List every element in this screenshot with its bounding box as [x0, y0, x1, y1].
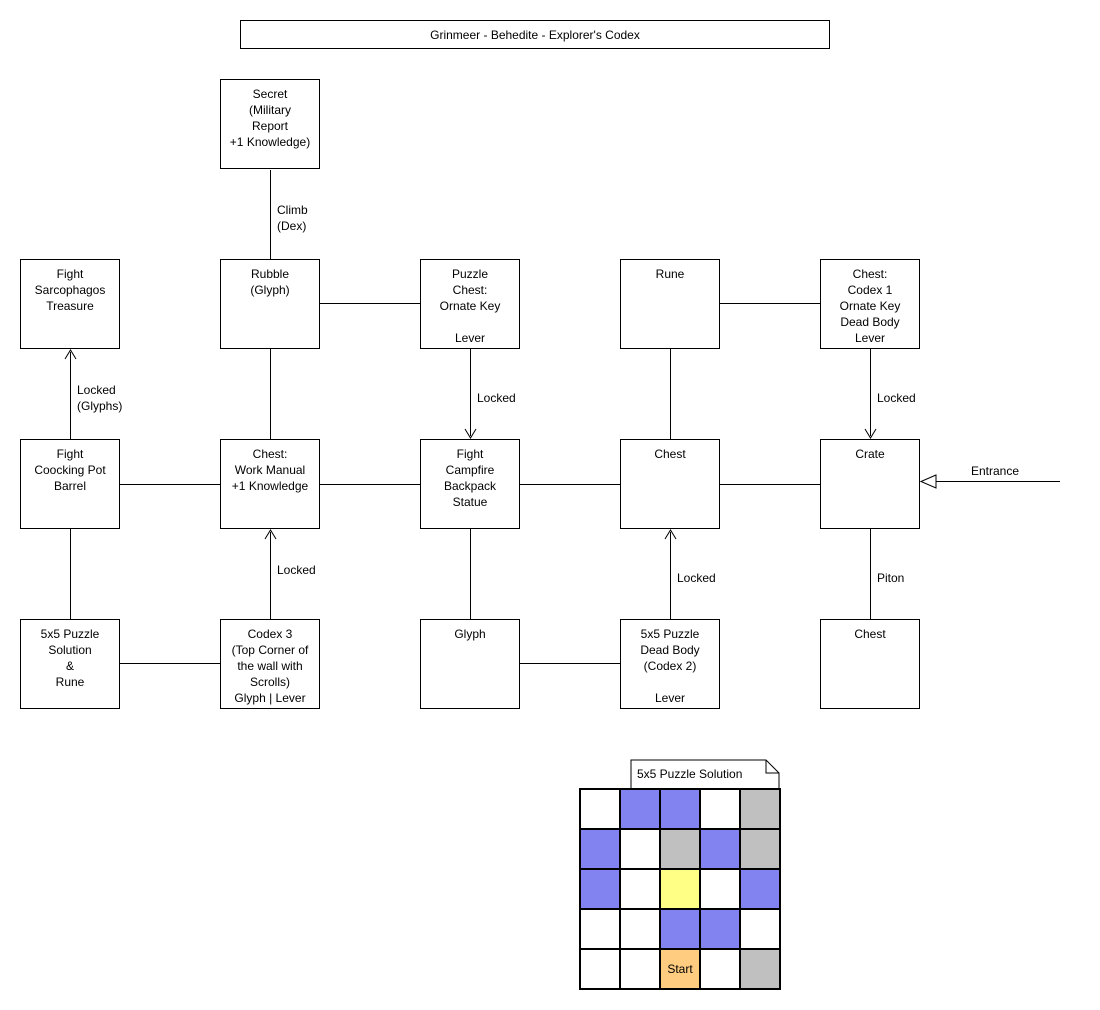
edge-puzzledb-chestcenter	[670, 532, 671, 619]
puzzle-note-title: 5x5 Puzzle Solution	[637, 767, 743, 781]
edge-puzzlesolution-codex3	[120, 663, 220, 664]
edge-codex3-chestwork	[270, 532, 271, 619]
edge-crate-chestbottom	[870, 529, 871, 619]
puzzle-cell	[741, 790, 779, 828]
arrow-up-icon	[264, 529, 277, 540]
node-crate: Crate	[820, 439, 920, 529]
edge-label-locked-glyphs: Locked (Glyphs)	[77, 383, 123, 413]
edge-label-entrance: Entrance	[970, 464, 1020, 478]
edge-secret-rubble	[270, 170, 271, 259]
node-fight-campfire: Fight Campfire Backpack Statue	[420, 439, 520, 529]
puzzle-cell	[621, 790, 659, 828]
node-rubble: Rubble (Glyph)	[220, 259, 320, 349]
edge-label-locked: Locked	[677, 571, 716, 585]
puzzle-cell	[701, 790, 739, 828]
edge-puzzlechest-campfire	[470, 349, 471, 436]
node-chest-bottom: Chest	[820, 619, 920, 709]
puzzle-cell: Start	[661, 950, 699, 988]
puzzle-cell	[621, 870, 659, 908]
puzzle-cell	[581, 830, 619, 868]
edge-campfire-glyph	[470, 529, 471, 619]
edge-label-locked: Locked	[277, 563, 316, 577]
puzzle-cell	[581, 870, 619, 908]
arrow-down-icon	[464, 428, 477, 439]
puzzle-cell	[661, 870, 699, 908]
node-secret: Secret (Military Report +1 Knowledge)	[220, 79, 320, 169]
entrance-arrowhead-icon	[920, 474, 937, 489]
node-rune: Rune	[620, 259, 720, 349]
edge-codex1-crate	[870, 349, 871, 436]
puzzle-cell	[661, 830, 699, 868]
puzzle-cell	[741, 870, 779, 908]
node-puzzle-dead-body: 5x5 Puzzle Dead Body (Codex 2) Lever	[620, 619, 720, 709]
puzzle-cell	[701, 910, 739, 948]
edge-glyph-puzzledb	[520, 663, 620, 664]
puzzle-cell	[581, 910, 619, 948]
diagram-title: Grinmeer - Behedite - Explorer's Codex	[240, 20, 830, 49]
puzzle-cell	[741, 910, 779, 948]
node-glyph: Glyph	[420, 619, 520, 709]
edge-campfire-chestcenter	[520, 484, 620, 485]
edge-label-piton: Piton	[877, 571, 905, 585]
node-chest-work-manual: Chest: Work Manual +1 Knowledge	[220, 439, 320, 529]
puzzle-cell	[741, 950, 779, 988]
edge-label-locked: Locked	[877, 391, 916, 405]
puzzle-cell	[701, 830, 739, 868]
arrow-up-icon	[664, 529, 677, 540]
edge-label-locked: Locked	[477, 391, 516, 405]
edge-rune-codex1	[720, 303, 820, 304]
puzzle-cell	[581, 790, 619, 828]
edge-rubble-chestwork	[270, 349, 271, 439]
puzzle-cell	[581, 950, 619, 988]
puzzle-cell	[701, 950, 739, 988]
puzzle-cell	[621, 830, 659, 868]
edge-rune-chestcenter	[670, 349, 671, 439]
edge-coockingpot-chestwork	[120, 484, 220, 485]
edge-coockingpot-puzzlesolution	[70, 529, 71, 619]
puzzle-cell	[741, 830, 779, 868]
node-codex3: Codex 3 (Top Corner of the wall with Scr…	[220, 619, 320, 709]
note-shape-icon	[630, 759, 780, 790]
node-chest-center: Chest	[620, 439, 720, 529]
edge-rubble-puzzlechest	[320, 303, 420, 304]
puzzle-grid: Start	[579, 788, 781, 990]
puzzle-cell	[661, 790, 699, 828]
node-puzzle-solution-rune: 5x5 Puzzle Solution & Rune	[20, 619, 120, 709]
arrow-up-icon	[64, 349, 77, 360]
arrow-down-icon	[864, 428, 877, 439]
node-chest-codex1: Chest: Codex 1 Ornate Key Dead Body Leve…	[820, 259, 920, 349]
edge-entrance	[936, 481, 1060, 482]
edge-label-climb: Climb (Dex)	[277, 203, 308, 233]
node-fight-coocking-pot: Fight Coocking Pot Barrel	[20, 439, 120, 529]
puzzle-cell	[621, 950, 659, 988]
puzzle-cell	[701, 870, 739, 908]
puzzle-note: 5x5 Puzzle Solution	[630, 759, 780, 790]
edge-chestcenter-crate	[720, 484, 820, 485]
edge-coockingpot-sarcophagos	[70, 352, 71, 439]
node-fight-sarcophagos: Fight Sarcophagos Treasure	[20, 259, 120, 349]
edge-chestwork-campfire	[320, 484, 420, 485]
puzzle-cell	[661, 910, 699, 948]
node-puzzle-chest: Puzzle Chest: Ornate Key Lever	[420, 259, 520, 349]
puzzle-cell	[621, 910, 659, 948]
